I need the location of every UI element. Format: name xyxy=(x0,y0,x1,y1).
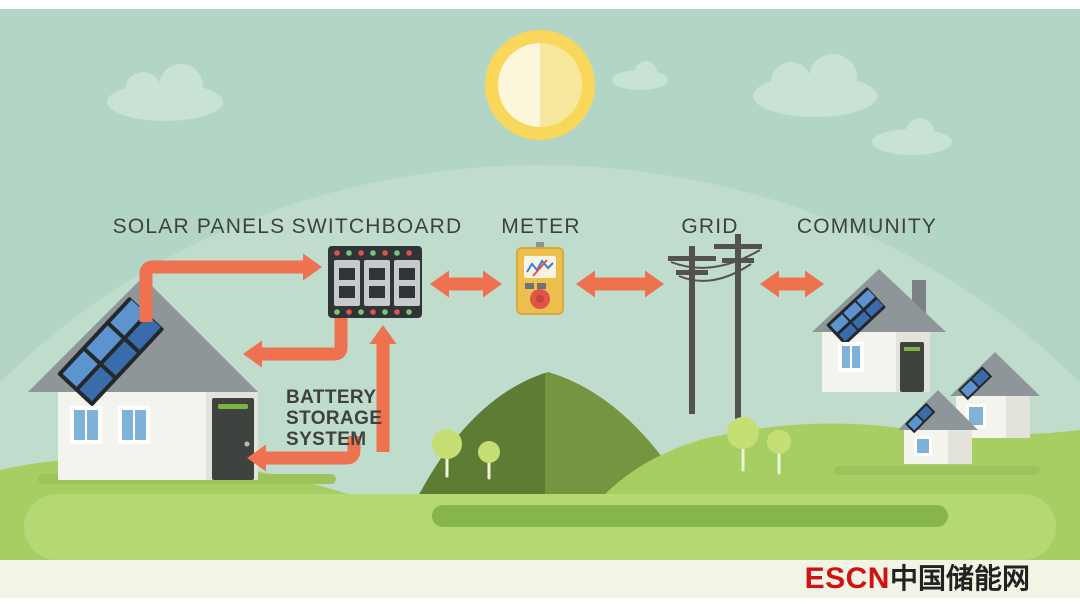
arrow-switchboard-meter-bidirectional xyxy=(430,270,502,298)
battery-label-line2: STORAGE xyxy=(286,408,382,429)
label-grid: GRID xyxy=(681,215,738,238)
cloud-icon xyxy=(753,54,877,117)
solar-panel-icon xyxy=(958,366,993,401)
meter-icon xyxy=(516,242,564,315)
door xyxy=(212,398,254,480)
battery-label-line1: BATTERY xyxy=(286,387,376,408)
watermark-brand: ESCN xyxy=(804,562,890,595)
center-hill xyxy=(415,372,692,502)
community-shadow xyxy=(834,466,1040,475)
arrow-grid-community-bidirectional xyxy=(760,270,824,298)
community-house-small-right xyxy=(950,352,1040,438)
cloud-icon xyxy=(612,61,668,90)
community-houses xyxy=(812,269,1040,464)
sun-icon xyxy=(485,30,595,140)
flow-labels: SOLAR PANELS SWITCHBOARD METER GRID COMM… xyxy=(113,215,937,238)
switchboard-icon xyxy=(328,246,422,318)
community-house-small-front xyxy=(898,390,978,464)
battery-storage-label: BATTERY STORAGE SYSTEM xyxy=(286,387,382,450)
trees xyxy=(432,417,791,480)
solar-panel-icon xyxy=(905,402,936,434)
solar-panel-icon xyxy=(57,297,164,406)
energy-flow-arrows xyxy=(139,253,824,472)
door-led xyxy=(218,404,248,409)
tree-icon xyxy=(727,417,759,449)
arrow-solar-to-switchboard xyxy=(139,253,322,322)
cloud-icon xyxy=(107,64,223,121)
label-community: COMMUNITY xyxy=(797,215,937,238)
top-margin xyxy=(0,0,1080,9)
label-solar-panels: SOLAR PANELS xyxy=(113,215,286,238)
community-house-large xyxy=(812,269,946,392)
tree-icon xyxy=(478,441,500,463)
label-meter: METER xyxy=(501,215,581,238)
tree-icon xyxy=(432,429,462,459)
clouds xyxy=(107,54,952,155)
label-switchboard: SWITCHBOARD xyxy=(292,215,463,238)
bottom-margin xyxy=(0,598,1080,608)
solar-panel-icon xyxy=(826,287,886,345)
solar-house xyxy=(28,277,258,480)
arrow-battery-to-door xyxy=(247,436,361,472)
arrow-meter-grid-bidirectional xyxy=(576,270,664,298)
power-grid-poles-icon xyxy=(668,234,762,428)
ground-path xyxy=(432,505,948,527)
door-handle xyxy=(244,441,250,447)
battery-label-line3: SYSTEM xyxy=(286,429,367,450)
arrow-switchboard-to-house xyxy=(243,318,348,368)
door xyxy=(900,342,924,392)
watermark-site-name: 中国储能网 xyxy=(889,563,1030,594)
arrow-battery-to-switchboard xyxy=(369,325,397,452)
tree-icon xyxy=(767,430,791,454)
cloud-icon xyxy=(872,118,952,155)
